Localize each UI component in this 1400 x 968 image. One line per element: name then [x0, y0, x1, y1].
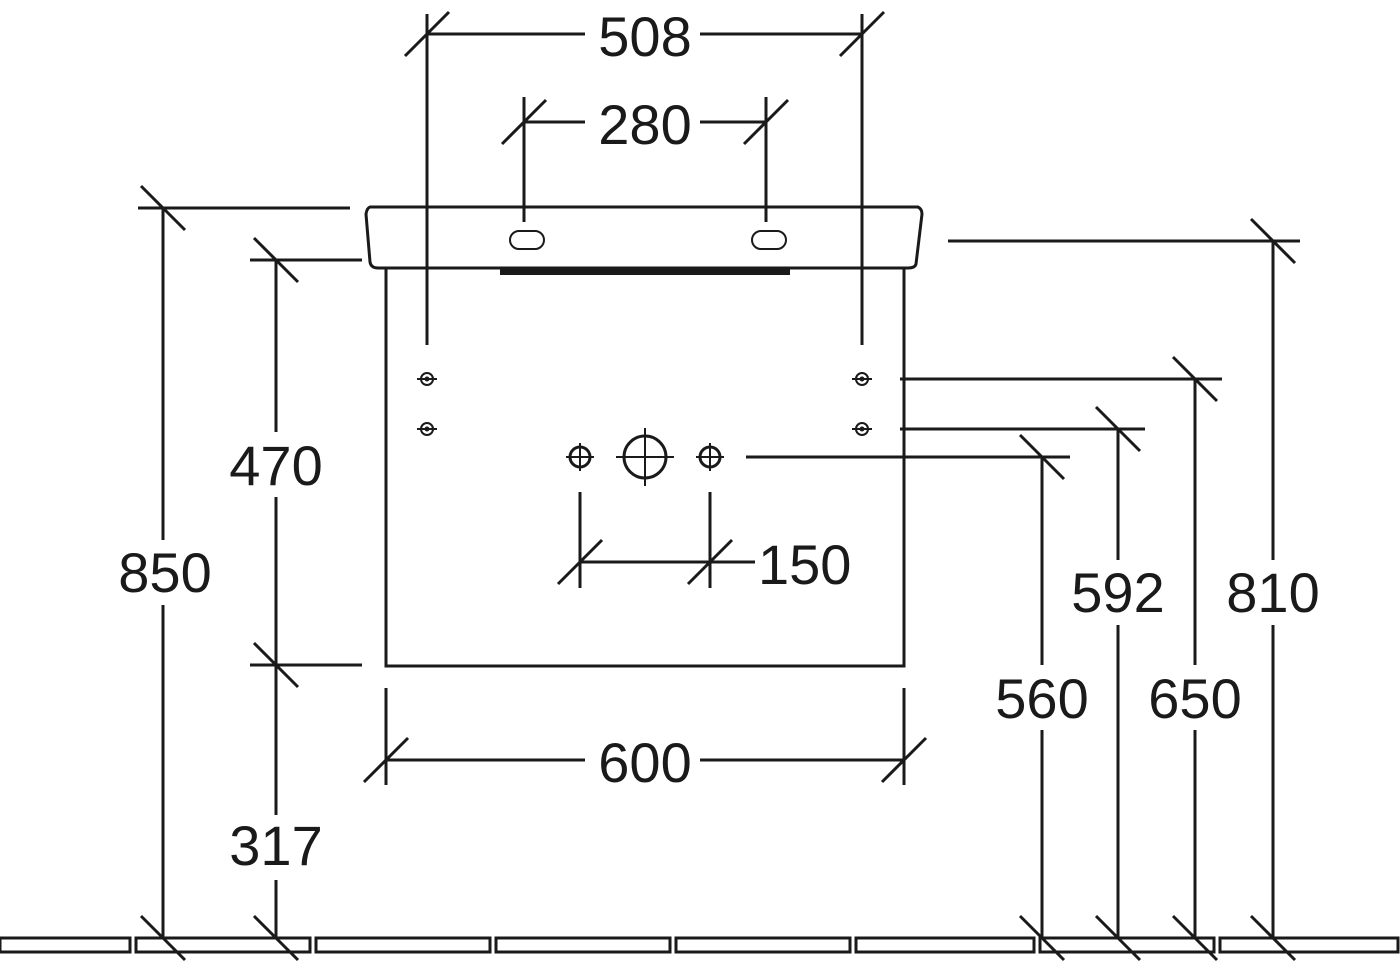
water-supply-right — [696, 443, 724, 471]
dimension-560: 560 — [746, 433, 1089, 962]
mounting-hole-lower-right — [852, 422, 872, 436]
dimension-470: 470 — [229, 236, 362, 665]
dimension-650: 650 — [900, 355, 1242, 962]
vanity-cabinet — [384, 266, 906, 668]
dimension-label: 850 — [118, 541, 211, 604]
dimension-label: 470 — [229, 434, 322, 497]
mounting-hole-upper-left — [417, 372, 437, 386]
dimension-280: 280 — [500, 93, 790, 222]
dimension-label: 650 — [1148, 667, 1241, 730]
dimension-label: 280 — [598, 93, 691, 156]
drawer-handle-bar — [500, 268, 790, 275]
dimension-508: 508 — [403, 5, 886, 345]
mounting-hole-upper-right — [852, 372, 872, 386]
floor-line — [0, 936, 1400, 954]
washbasin — [364, 205, 924, 270]
dimension-label: 150 — [758, 533, 851, 596]
dimension-label: 508 — [598, 5, 691, 68]
dimension-592: 592 — [900, 405, 1165, 962]
dimension-label: 600 — [598, 731, 691, 794]
dimension-150: 150 — [556, 492, 851, 596]
dimension-317: 317 — [229, 641, 362, 962]
dimension-label: 317 — [229, 814, 322, 877]
dimension-810: 810 — [948, 217, 1320, 962]
dimension-label: 810 — [1226, 561, 1319, 624]
basin-overflow-slot-right — [751, 230, 787, 250]
dimension-600: 600 — [362, 688, 928, 794]
basin-overflow-slot-left — [509, 230, 545, 250]
dimension-850: 850 — [118, 184, 350, 962]
dimension-label: 592 — [1071, 561, 1164, 624]
mounting-hole-lower-left — [417, 422, 437, 436]
drain-outlet — [616, 428, 674, 486]
water-supply-left — [566, 443, 594, 471]
dimension-label: 560 — [995, 667, 1088, 730]
